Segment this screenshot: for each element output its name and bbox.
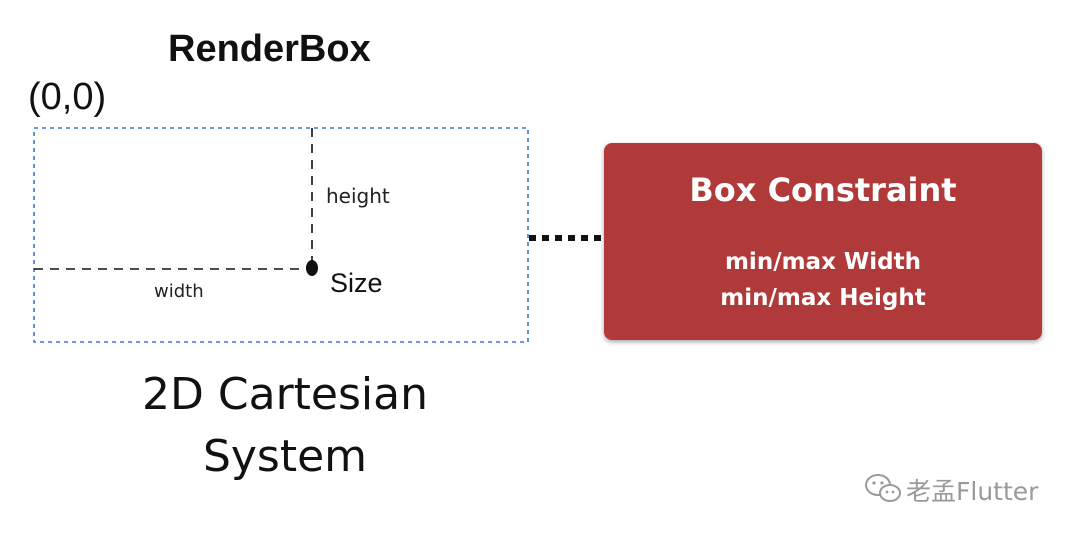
- size-label: Size: [330, 268, 383, 298]
- origin-label: (0,0): [28, 76, 107, 118]
- watermark: 老孟Flutter: [862, 468, 1052, 508]
- caption-line-1: 2D Cartesian: [142, 369, 428, 420]
- box-constraint-height: min/max Height: [720, 285, 926, 311]
- width-label: width: [154, 281, 204, 302]
- diagram-title: RenderBox: [168, 28, 371, 70]
- render-box-outline: [33, 127, 529, 343]
- watermark-text: 老孟Flutter: [906, 477, 1039, 506]
- size-point: [306, 260, 318, 276]
- caption: 2D Cartesian System: [110, 364, 460, 488]
- box-constraint-title: Box Constraint: [689, 171, 957, 209]
- box-constraint-width: min/max Width: [724, 249, 922, 275]
- height-label: height: [326, 184, 390, 208]
- box-constraint-card: Box Constraint min/max Width min/max Hei…: [604, 143, 1042, 340]
- caption-line-2: System: [202, 431, 368, 482]
- wechat-icon: [865, 474, 901, 502]
